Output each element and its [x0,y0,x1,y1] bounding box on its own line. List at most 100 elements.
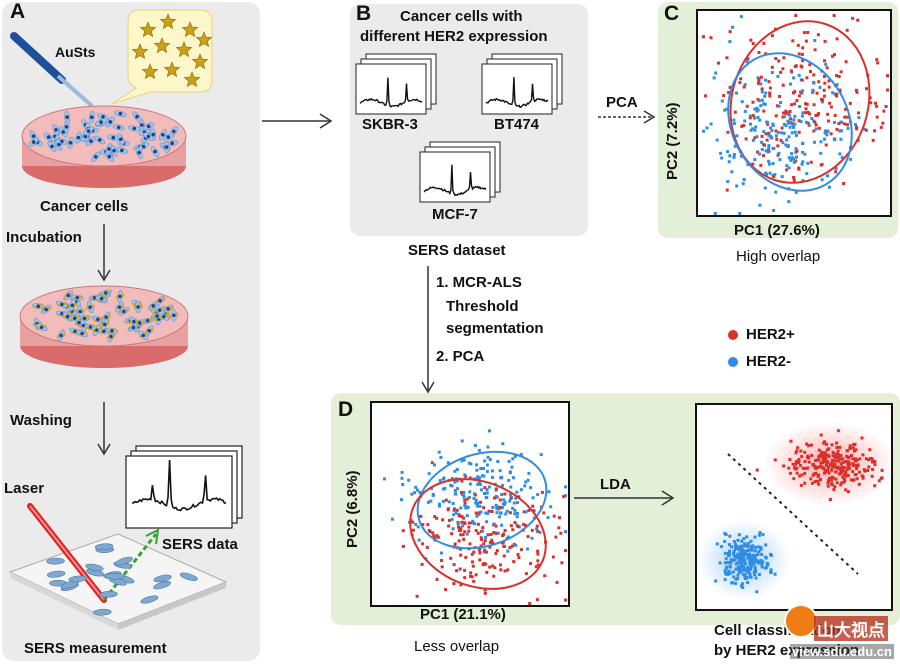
gold-particle [148,305,152,309]
scatter-point [511,506,515,510]
lda-point [838,472,841,476]
lda-point [757,550,761,553]
scatter-point [449,483,453,487]
scatter-point [782,131,786,135]
lda-point [746,541,750,545]
scatter-point [462,537,466,541]
scatter-point [792,178,796,182]
cell-nucleus [78,309,83,314]
scatter-point [765,172,768,176]
gold-particle [70,330,74,334]
scatter-point [772,175,776,179]
lda-point [738,565,742,569]
scatter-point [754,125,758,129]
scatter-point [813,140,816,144]
lda-point [818,453,822,457]
scatter-point [462,492,465,496]
scatter-point [478,558,482,562]
scatter-point [411,520,415,524]
cell-nucleus [102,322,107,327]
scatter-point [461,533,465,537]
cell-nucleus [83,134,88,139]
lda-point [753,554,757,558]
cell-nucleus [54,127,58,132]
scatter-point [797,94,801,98]
scatter-point [812,129,816,133]
scatter-point [839,137,843,141]
lda-point [757,545,761,549]
scatter-point [451,527,455,531]
lda-point [725,565,729,569]
cell-nucleus [146,134,151,139]
scatter-point [498,498,502,502]
scatter-point [476,522,480,526]
cell-nucleus [88,325,93,329]
scatter-point [740,124,744,128]
scatter-point [753,136,757,140]
scatter-point [560,561,564,565]
scatter-point [733,110,737,114]
cell-line-label: SKBR-3 [362,116,418,133]
scatter-point [519,453,523,456]
lda-point [848,446,852,450]
legend-swatch [728,329,738,340]
lda-point [833,485,837,489]
panel-b-title-2: different HER2 expression [360,28,548,45]
scatter-point [786,121,790,125]
lda-point [724,533,728,536]
gold-particle [69,292,73,296]
scatter-point [549,505,553,509]
scatter-point [826,112,830,116]
cell-nucleus [44,307,49,312]
lda-point [723,569,727,573]
lda-point [743,550,747,554]
watermark-logo [784,604,818,638]
scatter-point [801,142,805,145]
scatter-point [801,160,805,164]
lda-point [760,553,764,556]
scatter-point [767,146,771,150]
scatter-point [414,485,418,489]
scatter-point [447,519,451,522]
lda-point [731,558,735,562]
scatter-point [778,95,781,98]
lda-point [867,465,871,469]
lda-point [723,561,727,565]
lda-point [728,549,732,553]
scatter-point [765,120,769,124]
scatter-point [780,131,784,135]
scatter-point [510,465,514,469]
scatter-point [457,528,461,532]
gold-particle [126,320,129,324]
lda-point [755,590,759,594]
scatter-point [760,134,764,138]
gold-particle [120,304,125,308]
scatter-point [838,129,842,133]
lda-point [748,548,752,552]
scatter-point [786,119,790,123]
lda-point [736,577,740,580]
scatter-point [792,118,796,122]
scatter-point [441,518,445,522]
gold-particle [47,306,51,311]
gold-particle [81,308,85,313]
lda-point [848,444,852,448]
lda-point [855,458,859,462]
lda-point [759,559,763,563]
lda-point [839,483,843,487]
cell-nucleus [140,123,144,127]
scatter-point [559,531,563,535]
scatter-point [838,88,842,92]
scatter-point [757,99,761,103]
scatter-point [833,138,837,142]
panel-d-xlabel: PC1 (21.1%) [420,606,506,623]
lda-point [854,448,858,452]
lda-point [737,570,741,574]
scatter-point [444,498,448,502]
lda-point [732,549,736,553]
scatter-point [744,137,748,141]
scatter-point [500,506,504,510]
